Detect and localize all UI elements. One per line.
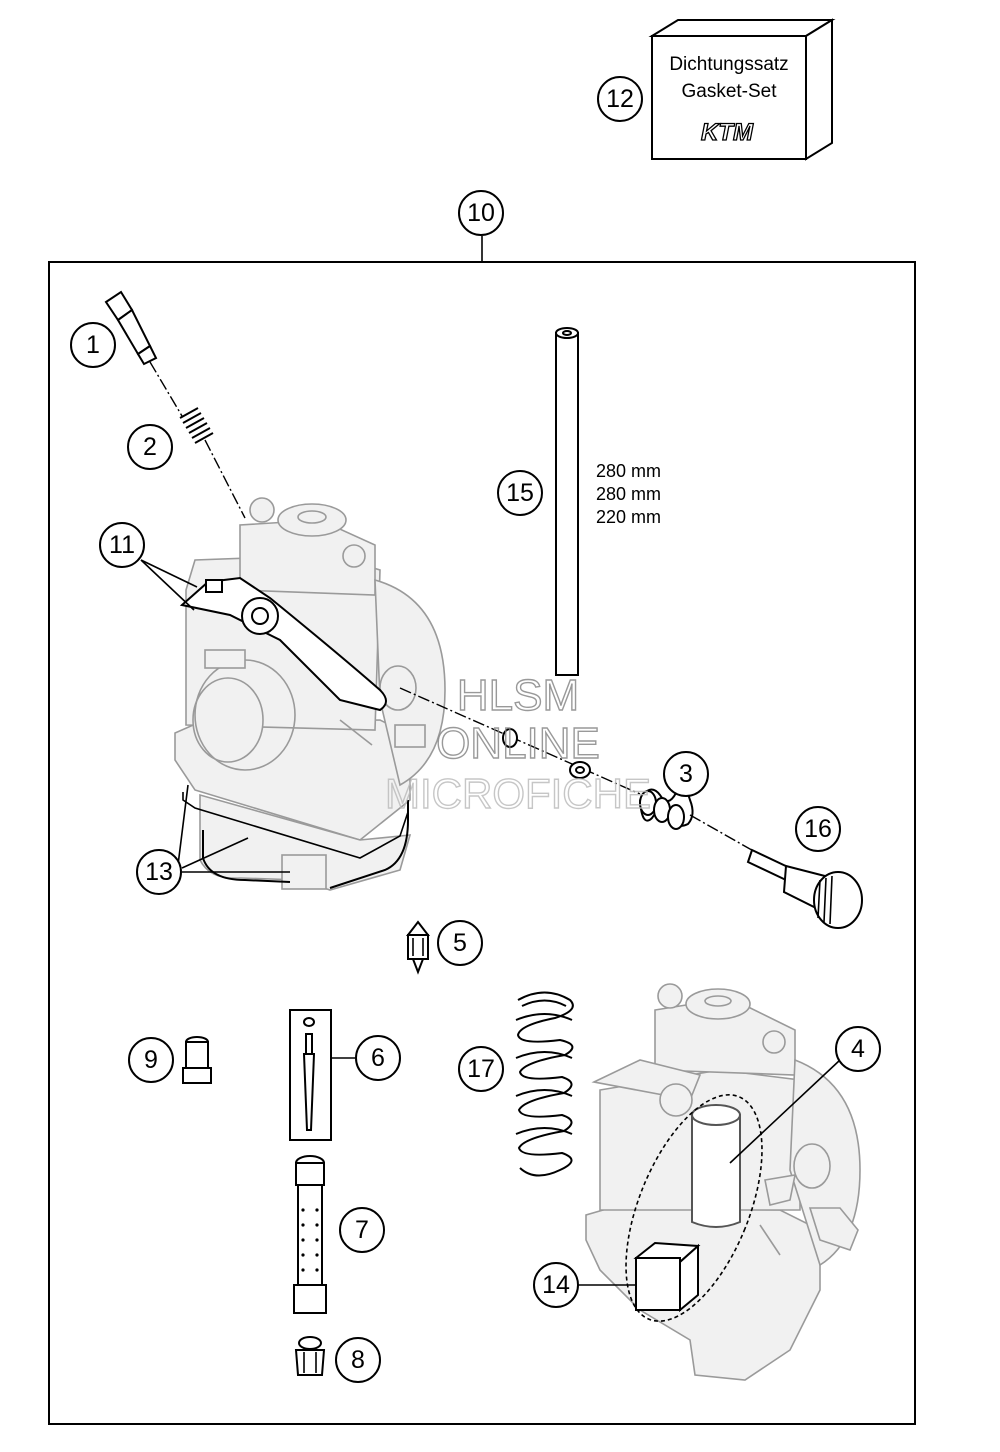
- gasket-set-box: Dichtungssatz Gasket-Set KTM: [648, 18, 836, 161]
- air-screw-spring: [639, 786, 694, 830]
- svg-text:14: 14: [542, 1271, 570, 1299]
- idle-screw: [104, 290, 158, 366]
- hose-length-2: 280 mm: [596, 484, 661, 504]
- callout-12: 12: [597, 76, 643, 122]
- float-needle: [405, 920, 431, 975]
- watermark-line-3: MICROFICHE: [385, 770, 651, 817]
- svg-text:16: 16: [804, 815, 832, 843]
- throttle-lever: [179, 576, 387, 712]
- svg-text:10: 10: [467, 199, 495, 227]
- idle-screw-spring: [179, 407, 214, 444]
- callout-7: 7: [339, 1207, 385, 1253]
- callout-14: 14: [533, 1262, 579, 1308]
- svg-text:15: 15: [506, 479, 534, 507]
- gasket-box-label-de: Dichtungssatz: [669, 54, 788, 75]
- svg-text:13: 13: [145, 858, 173, 886]
- callout-10: 10: [458, 190, 504, 236]
- svg-text:7: 7: [355, 1216, 369, 1244]
- callout-15: 15: [497, 470, 543, 516]
- callout-3: 3: [663, 751, 709, 797]
- jet-needle-kit: [289, 1009, 332, 1141]
- svg-text:5: 5: [453, 929, 467, 957]
- gasket-block: [633, 1241, 701, 1313]
- svg-text:3: 3: [679, 760, 693, 788]
- callout-11: 11: [99, 522, 145, 568]
- svg-text:8: 8: [351, 1346, 365, 1374]
- callout-9: 9: [128, 1037, 174, 1083]
- callout-4: 4: [835, 1026, 881, 1072]
- svg-text:2: 2: [143, 433, 157, 461]
- callout-5: 5: [437, 920, 483, 966]
- callout-6: 6: [355, 1035, 401, 1081]
- watermark-line-1: HLSM: [457, 671, 579, 720]
- needle-jet: [293, 1155, 327, 1314]
- callout-13: 13: [136, 849, 182, 895]
- svg-text:11: 11: [109, 531, 135, 559]
- watermark: HLSM ONLINE MICROFICHE: [384, 670, 651, 817]
- ktm-logo: KTM: [701, 119, 754, 146]
- hose-length-3: 220 mm: [596, 507, 661, 527]
- svg-text:4: 4: [851, 1035, 865, 1063]
- callout-1: 1: [70, 322, 116, 368]
- carburetor-upper-ghost: [174, 497, 446, 891]
- pilot-jet: [182, 1036, 212, 1084]
- svg-text:17: 17: [467, 1055, 495, 1083]
- hose-length-1: 280 mm: [596, 461, 661, 481]
- svg-text:9: 9: [144, 1046, 158, 1074]
- gasket-box-label-en: Gasket-Set: [681, 81, 777, 102]
- callout-8: 8: [335, 1337, 381, 1383]
- main-jet: [294, 1336, 326, 1376]
- watermark-line-2: ONLINE: [436, 719, 600, 768]
- callout-16: 16: [795, 806, 841, 852]
- svg-text:6: 6: [371, 1044, 385, 1072]
- overflow-hose: [555, 327, 579, 676]
- callout-17: 17: [458, 1046, 504, 1092]
- throttle-valve: [691, 1104, 741, 1228]
- svg-text:1: 1: [86, 331, 100, 359]
- air-screw: [746, 848, 863, 929]
- svg-text:12: 12: [606, 85, 634, 113]
- washer: [569, 761, 591, 779]
- callout-2: 2: [127, 424, 173, 470]
- throttle-valve-spring: [515, 991, 574, 1177]
- o-ring: [502, 728, 518, 748]
